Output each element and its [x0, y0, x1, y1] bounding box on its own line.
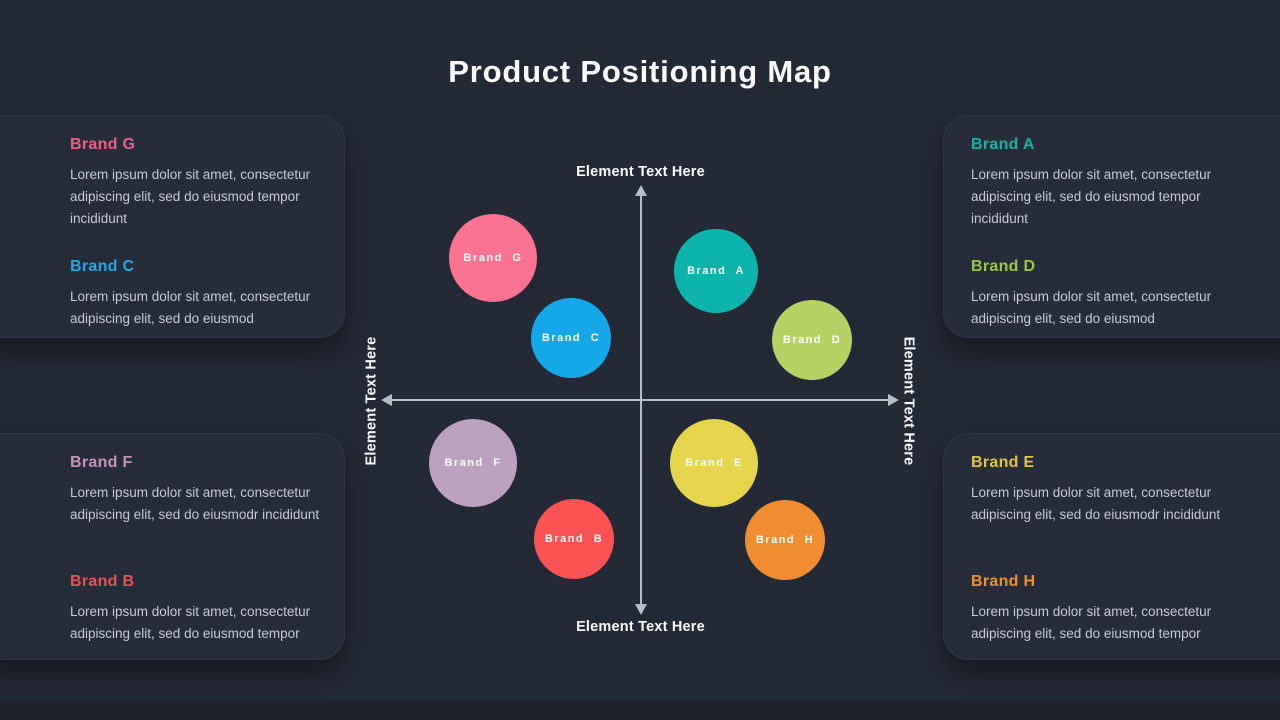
horizontal-axis-line — [391, 399, 889, 401]
axis-arrow-up-icon — [635, 185, 647, 196]
card-bottom-right: Brand E Lorem ipsum dolor sit amet, cons… — [943, 433, 1280, 660]
axis-label-right: Element Text Here — [900, 336, 917, 466]
brand-name: Brand E — [971, 454, 1035, 471]
bubble-label: Brand E — [685, 457, 743, 469]
brand-description: Lorem ipsum dolor sit amet, consectetur … — [971, 604, 1212, 641]
card-top-left: Brand G Lorem ipsum dolor sit amet, cons… — [0, 115, 345, 338]
bubble-label: Brand A — [687, 265, 745, 277]
brand-name: Brand H — [971, 573, 1036, 590]
brand-bubble: Brand E — [670, 419, 758, 507]
axis-label-left: Element Text Here — [363, 336, 380, 466]
bubble-label: Brand B — [544, 533, 604, 545]
brand-bubble: Brand H — [745, 500, 825, 580]
brand-entry: Brand B Lorem ipsum dolor sit amet, cons… — [70, 573, 320, 645]
footer-band — [0, 700, 1280, 720]
brand-description: Lorem ipsum dolor sit amet, consectetur … — [70, 289, 311, 326]
bubble-label: Brand C — [541, 332, 601, 344]
brand-bubble: Brand A — [674, 229, 758, 313]
brand-entry: Brand F Lorem ipsum dolor sit amet, cons… — [70, 454, 320, 526]
brand-entry: Brand C Lorem ipsum dolor sit amet, cons… — [70, 258, 320, 330]
brand-bubble: Brand D — [772, 300, 852, 380]
brand-description: Lorem ipsum dolor sit amet, consectetur … — [971, 289, 1212, 326]
brand-name: Brand G — [70, 136, 136, 153]
brand-bubble: Brand B — [534, 499, 614, 579]
brand-entry: Brand H Lorem ipsum dolor sit amet, cons… — [971, 573, 1280, 645]
brand-description: Lorem ipsum dolor sit amet, consectetur … — [70, 604, 311, 641]
brand-description: Lorem ipsum dolor sit amet, consectetur … — [971, 167, 1212, 226]
axis-label-top: Element Text Here — [576, 164, 705, 180]
bubble-label: Brand G — [463, 252, 523, 264]
brand-bubble: Brand G — [449, 214, 537, 302]
brand-bubble: Brand C — [531, 298, 611, 378]
brand-name: Brand C — [70, 258, 135, 275]
bubble-label: Brand D — [782, 334, 842, 346]
brand-name: Brand B — [70, 573, 135, 590]
brand-entry: Brand E Lorem ipsum dolor sit amet, cons… — [971, 454, 1280, 526]
brand-bubble: Brand F — [429, 419, 517, 507]
card-bottom-left: Brand F Lorem ipsum dolor sit amet, cons… — [0, 433, 345, 660]
brand-entry: Brand D Lorem ipsum dolor sit amet, cons… — [971, 258, 1280, 330]
axis-arrow-right-icon — [888, 394, 899, 406]
brand-name: Brand D — [971, 258, 1036, 275]
brand-description: Lorem ipsum dolor sit amet, consectetur … — [70, 167, 311, 226]
page-title: Product Positioning Map — [448, 54, 832, 89]
brand-name: Brand A — [971, 136, 1035, 153]
brand-description: Lorem ipsum dolor sit amet, consectetur … — [971, 485, 1221, 522]
brand-entry: Brand G Lorem ipsum dolor sit amet, cons… — [70, 136, 320, 230]
brand-description: Lorem ipsum dolor sit amet, consectetur … — [70, 485, 320, 522]
axis-arrow-left-icon — [381, 394, 392, 406]
axis-label-bottom: Element Text Here — [576, 619, 705, 635]
brand-entry: Brand A Lorem ipsum dolor sit amet, cons… — [971, 136, 1280, 230]
bubble-label: Brand H — [755, 534, 815, 546]
axis-arrow-down-icon — [635, 604, 647, 615]
card-top-right: Brand A Lorem ipsum dolor sit amet, cons… — [943, 115, 1280, 338]
bubble-label: Brand F — [444, 457, 502, 469]
brand-name: Brand F — [70, 454, 133, 471]
